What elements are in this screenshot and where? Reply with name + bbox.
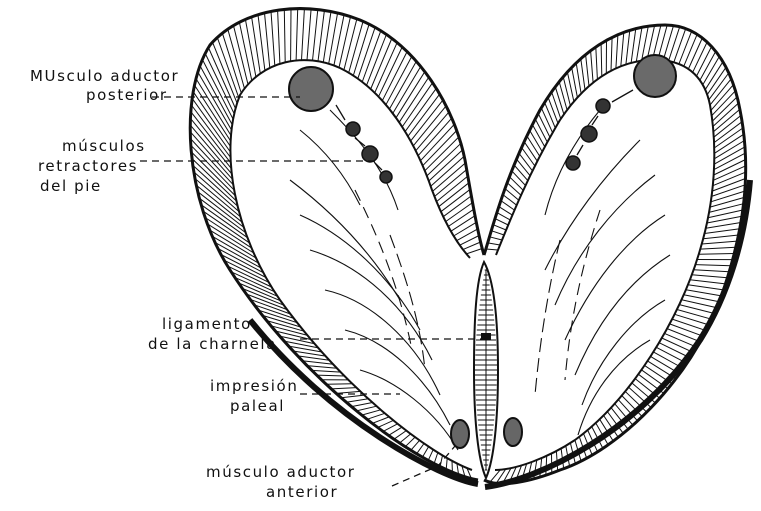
right-valve (484, 25, 750, 487)
retractor-scar-left-2 (362, 146, 378, 162)
retractor-scar-left-3 (380, 171, 392, 183)
retractor-scar-right-1 (596, 99, 610, 113)
retractor-scar-right-3 (566, 156, 580, 170)
label-retractors-line3: del pie (40, 178, 102, 195)
posterior-adductor-scar-left (289, 67, 333, 111)
label-ligament-line1: ligamento (162, 316, 252, 333)
anterior-adductor-scar-right (504, 418, 522, 446)
hinge-ligament (474, 262, 498, 478)
label-retractors-line1: músculos (62, 138, 146, 155)
label-posterior-adductor-line1: MUsculo aductor (30, 68, 179, 85)
label-anterior-adductor-line2: anterior (266, 484, 338, 501)
label-retractors-line2: retractores (38, 158, 138, 175)
label-anterior-adductor-line1: músculo aductor (206, 464, 356, 481)
label-pallial-line2: paleal (230, 398, 285, 415)
right-valve-inner-edge (495, 60, 714, 470)
right-valve-concentric-lines (535, 110, 670, 435)
retractor-scar-right-2 (581, 126, 597, 142)
posterior-adductor-scar-right (634, 55, 676, 97)
label-pallial-line1: impresión (210, 378, 298, 395)
right-valve-muscle-scars (504, 55, 676, 446)
label-ligament-line2: de la charnela (148, 336, 277, 353)
right-valve-thick-rim (485, 180, 750, 487)
label-posterior-adductor-line2: posterior (86, 87, 168, 104)
retractor-scar-left-1 (346, 122, 360, 136)
anterior-adductor-scar-left (451, 420, 469, 448)
